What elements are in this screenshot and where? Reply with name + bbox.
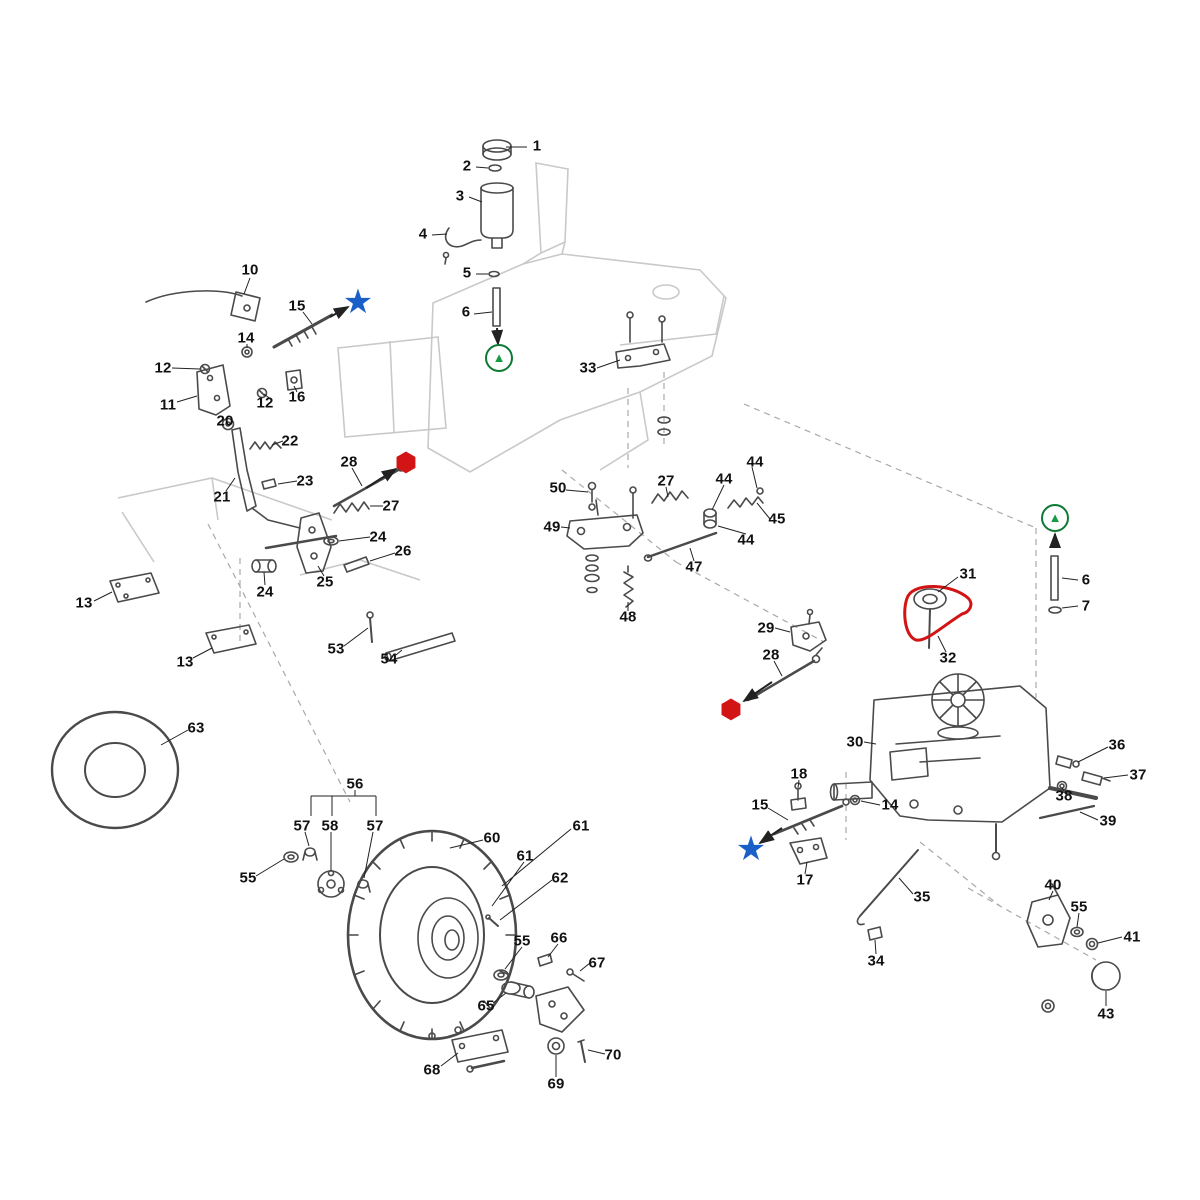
part-number-label-36[interactable]: 36 <box>1108 736 1126 754</box>
part-number-label-30[interactable]: 30 <box>846 733 864 751</box>
part-number-label-70[interactable]: 70 <box>604 1046 622 1064</box>
drive-belt-highlight <box>903 584 973 642</box>
part-number-label-12[interactable]: 12 <box>256 394 274 412</box>
marker-arrows <box>329 306 1061 845</box>
part-number-label-3[interactable]: 3 <box>455 187 465 205</box>
part-number-label-35[interactable]: 35 <box>913 888 931 906</box>
part-number-label-20[interactable]: 20 <box>216 412 234 430</box>
part-number-label-6[interactable]: 6 <box>1081 571 1091 589</box>
part-number-label-28[interactable]: 28 <box>762 646 780 664</box>
part-number-label-23[interactable]: 23 <box>296 472 314 490</box>
part-number-label-47[interactable]: 47 <box>685 558 703 576</box>
part-number-label-62[interactable]: 62 <box>551 869 569 887</box>
part-number-label-41[interactable]: 41 <box>1123 928 1141 946</box>
part-number-label-24[interactable]: 24 <box>369 528 387 546</box>
part-number-label-61[interactable]: 61 <box>572 817 590 835</box>
part-number-label-25[interactable]: 25 <box>316 573 334 591</box>
part-number-label-6[interactable]: 6 <box>461 303 471 321</box>
part-number-label-37[interactable]: 37 <box>1129 766 1147 784</box>
part-number-label-32[interactable]: 32 <box>939 649 957 667</box>
part-number-label-57[interactable]: 57 <box>293 817 311 835</box>
part-number-label-13[interactable]: 13 <box>176 653 194 671</box>
part-number-label-16[interactable]: 16 <box>288 388 306 406</box>
part-number-label-44[interactable]: 44 <box>715 470 733 488</box>
blue-star-marker[interactable]: ★ <box>735 830 767 868</box>
triangle-icon: ▲ <box>1048 509 1062 525</box>
part-number-label-55[interactable]: 55 <box>1070 898 1088 916</box>
part-number-label-31[interactable]: 31 <box>959 565 977 583</box>
part-number-label-57[interactable]: 57 <box>366 817 384 835</box>
part-number-label-1[interactable]: 1 <box>532 137 542 155</box>
part-number-label-7[interactable]: 7 <box>1081 597 1091 615</box>
part-number-label-50[interactable]: 50 <box>549 479 567 497</box>
part-number-label-44[interactable]: 44 <box>737 531 755 549</box>
leader-lines <box>93 146 1129 1077</box>
part-number-label-69[interactable]: 69 <box>547 1075 565 1093</box>
parts-line-art <box>50 139 1121 1073</box>
part-number-label-14[interactable]: 14 <box>237 329 255 347</box>
part-number-label-12[interactable]: 12 <box>154 359 172 377</box>
part-number-label-40[interactable]: 40 <box>1044 876 1062 894</box>
part-number-label-33[interactable]: 33 <box>579 359 597 377</box>
part-number-label-34[interactable]: 34 <box>867 952 885 970</box>
part-number-label-55[interactable]: 55 <box>513 932 531 950</box>
part-number-label-48[interactable]: 48 <box>619 608 637 626</box>
part-number-label-15[interactable]: 15 <box>288 297 306 315</box>
part-number-label-17[interactable]: 17 <box>796 871 814 889</box>
green-triangle-marker[interactable]: ▲ <box>1041 504 1069 532</box>
part-number-label-39[interactable]: 39 <box>1099 812 1117 830</box>
part-number-label-2[interactable]: 2 <box>462 157 472 175</box>
part-number-label-5[interactable]: 5 <box>462 264 472 282</box>
part-number-label-14[interactable]: 14 <box>881 796 899 814</box>
part-number-label-54[interactable]: 54 <box>380 650 398 668</box>
part-number-label-11[interactable]: 11 <box>159 396 177 414</box>
part-number-label-66[interactable]: 66 <box>550 929 568 947</box>
part-number-label-67[interactable]: 67 <box>588 954 606 972</box>
part-number-label-10[interactable]: 10 <box>241 261 259 279</box>
part-number-label-4[interactable]: 4 <box>418 225 428 243</box>
part-number-label-65[interactable]: 65 <box>477 997 495 1015</box>
part-number-label-43[interactable]: 43 <box>1097 1005 1115 1023</box>
red-hexagon-marker[interactable]: ⬢ <box>394 447 418 477</box>
blue-star-marker[interactable]: ★ <box>342 283 374 321</box>
part-number-label-45[interactable]: 45 <box>768 510 786 528</box>
part-number-label-63[interactable]: 63 <box>187 719 205 737</box>
part-number-label-60[interactable]: 60 <box>483 829 501 847</box>
part-number-label-28[interactable]: 28 <box>340 453 358 471</box>
part-number-label-13[interactable]: 13 <box>75 594 93 612</box>
part-number-label-15[interactable]: 15 <box>751 796 769 814</box>
part-number-label-68[interactable]: 68 <box>423 1061 441 1079</box>
triangle-icon: ▲ <box>492 349 506 365</box>
part-number-label-22[interactable]: 22 <box>281 432 299 450</box>
red-hexagon-marker[interactable]: ⬢ <box>719 694 743 724</box>
part-number-label-53[interactable]: 53 <box>327 640 345 658</box>
part-number-label-49[interactable]: 49 <box>543 518 561 536</box>
green-triangle-marker[interactable]: ▲ <box>485 344 513 372</box>
part-number-label-24[interactable]: 24 <box>256 583 274 601</box>
dashed-group-lines <box>207 372 1097 961</box>
part-number-label-38[interactable]: 38 <box>1055 787 1073 805</box>
part-number-label-27[interactable]: 27 <box>657 472 675 490</box>
part-number-label-55[interactable]: 55 <box>239 869 257 887</box>
part-number-label-21[interactable]: 21 <box>213 488 231 506</box>
part-number-label-26[interactable]: 26 <box>394 542 412 560</box>
part-number-label-58[interactable]: 58 <box>321 817 339 835</box>
part-number-label-27[interactable]: 27 <box>382 497 400 515</box>
part-number-label-29[interactable]: 29 <box>757 619 775 637</box>
part-number-label-61[interactable]: 61 <box>516 847 534 865</box>
part-number-label-18[interactable]: 18 <box>790 765 808 783</box>
part-number-label-56[interactable]: 56 <box>346 775 364 793</box>
part-number-label-44[interactable]: 44 <box>746 453 764 471</box>
